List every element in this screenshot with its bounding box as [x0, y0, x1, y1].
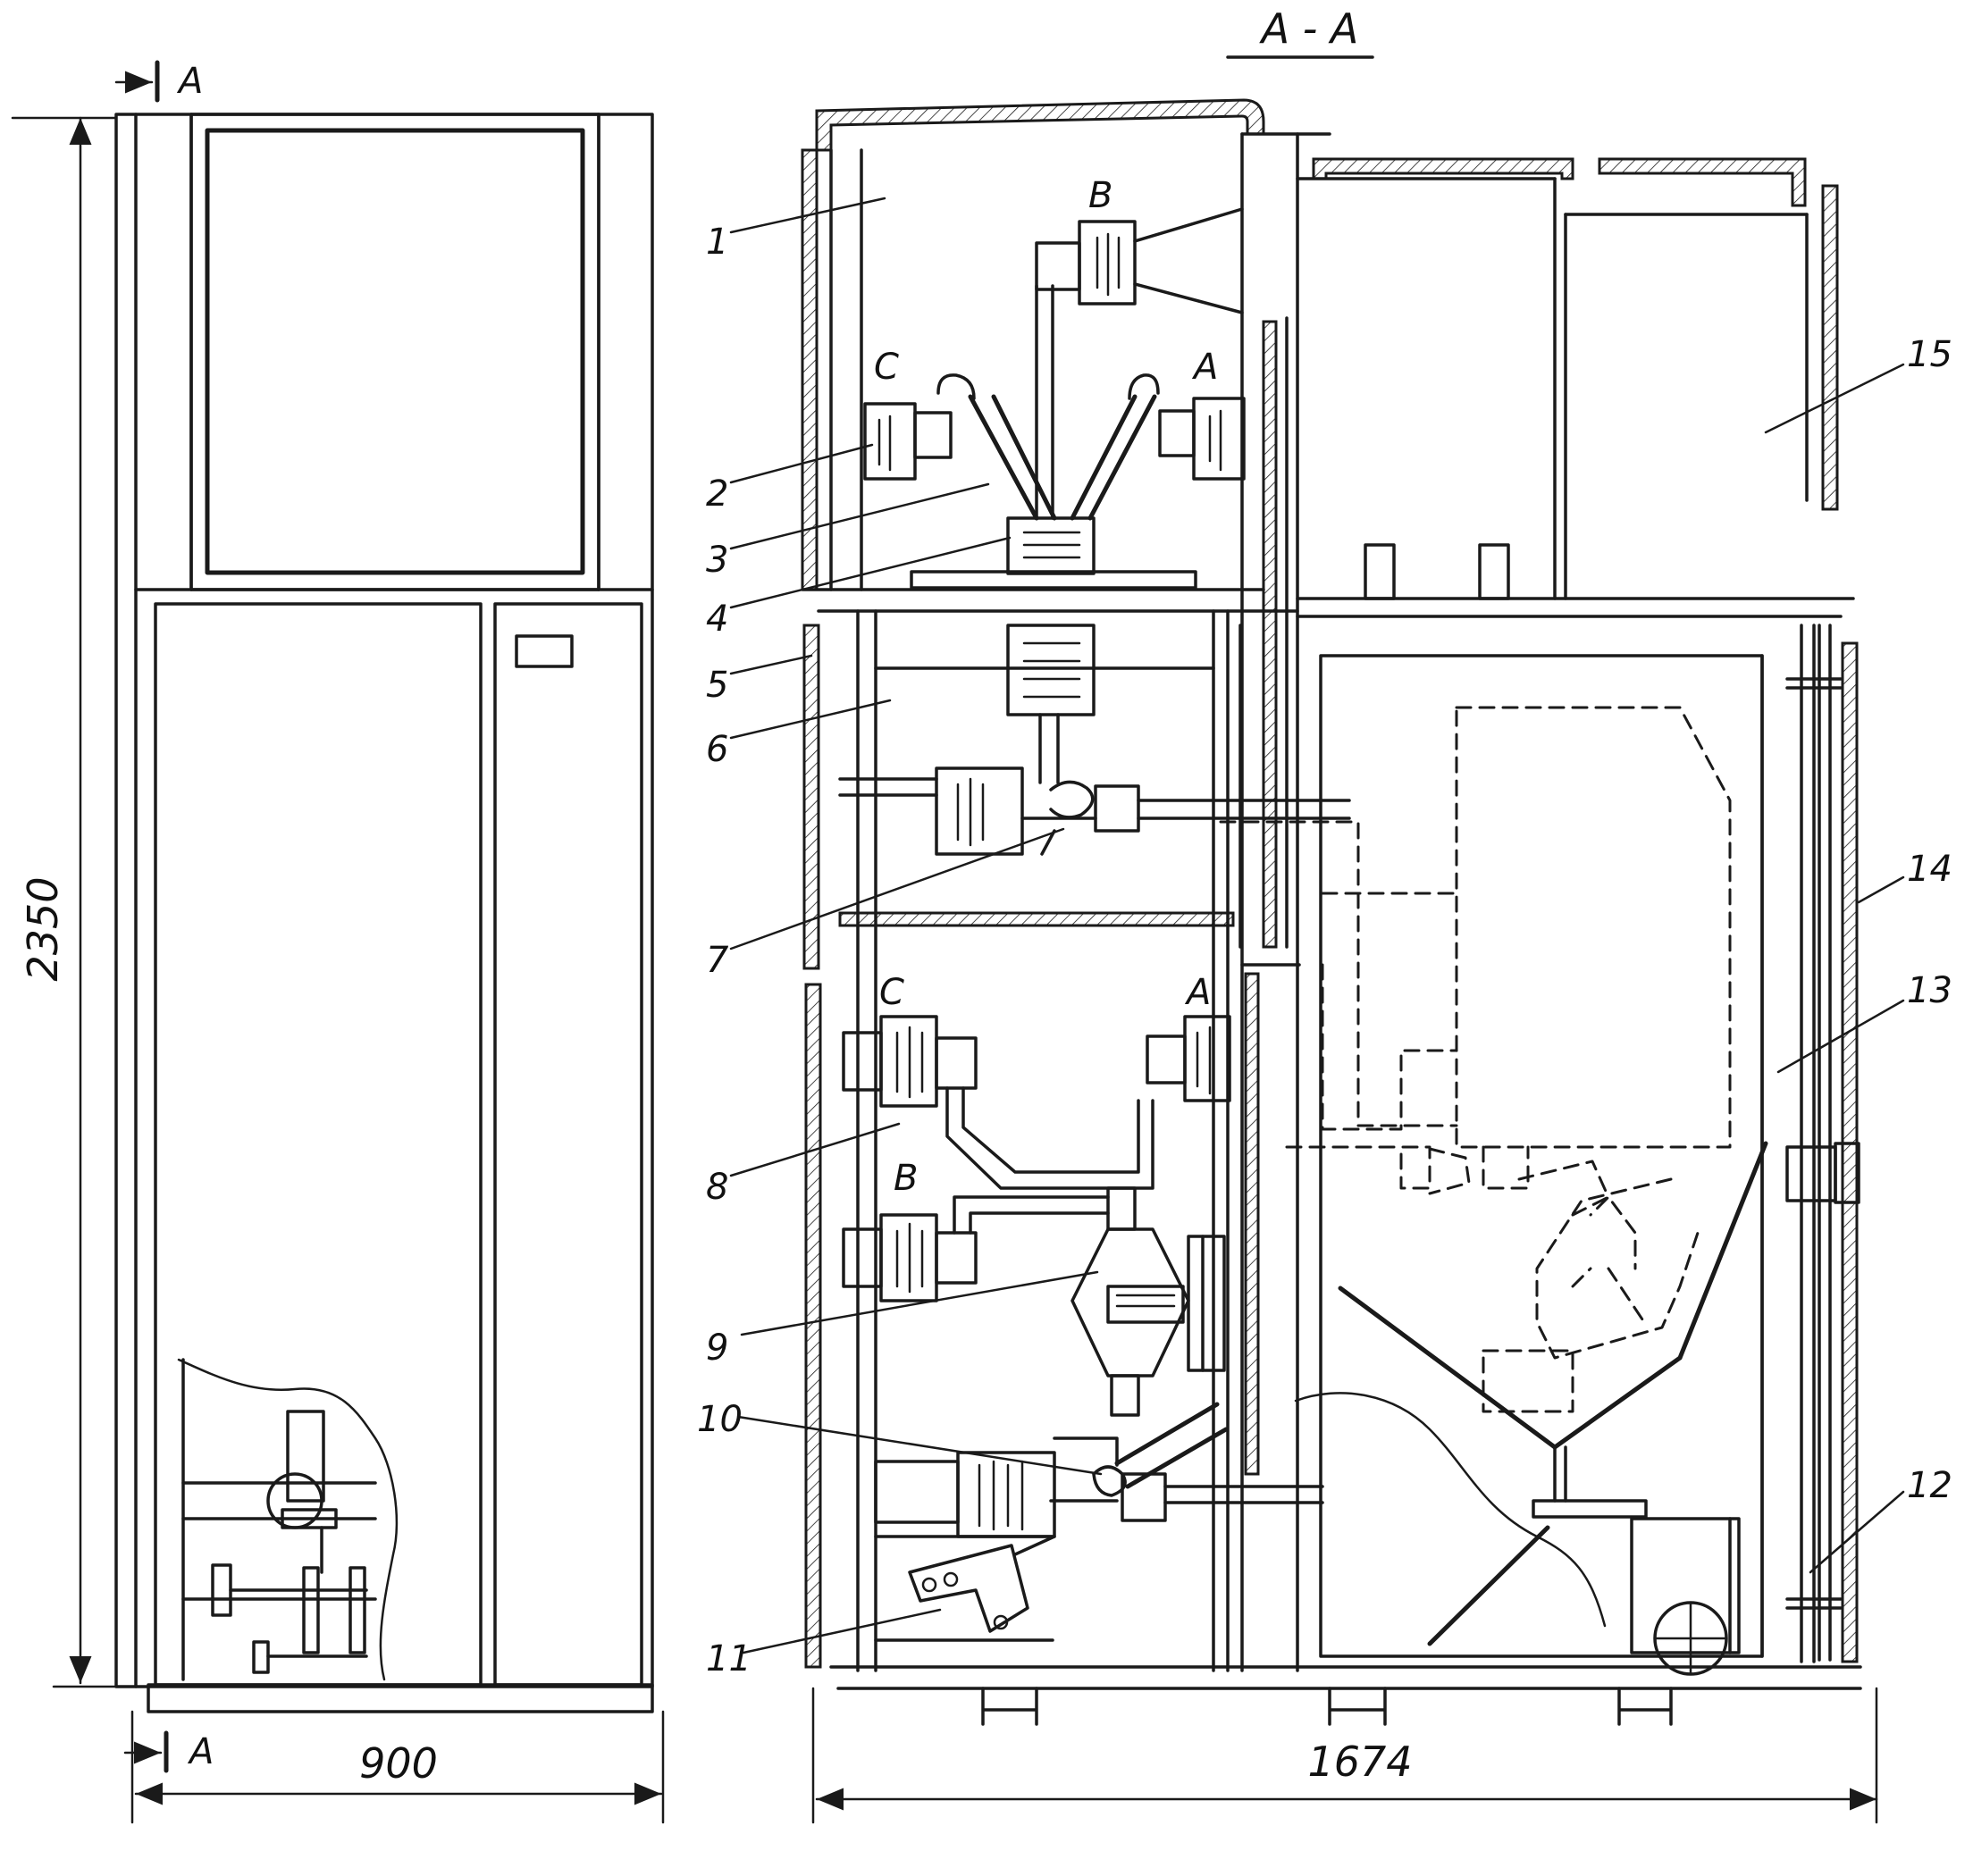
callout-13: 13: [1907, 970, 1952, 1011]
phase-label-upper-a: A: [1191, 347, 1218, 388]
callout-11: 11: [706, 1638, 751, 1679]
lower-apparatus: C A B: [842, 972, 1324, 1642]
upper-bushings: B C A: [863, 175, 1246, 575]
section-mark-top: A: [176, 61, 203, 102]
front-cutaway: [177, 1358, 399, 1681]
callout-9: 9: [706, 1327, 728, 1369]
callout-14: 14: [1907, 849, 1952, 890]
callout-5: 5: [706, 665, 728, 706]
callout-3: 3: [706, 540, 728, 581]
phase-label-lower-a: A: [1184, 972, 1211, 1013]
section-view: A - A: [697, 4, 1952, 1824]
section-mark-bottom: A: [187, 1731, 214, 1772]
callout-2: 2: [706, 473, 728, 515]
callouts: 1 2 3 4 5 6 7 8 9 10 11 12 13 1: [697, 197, 1952, 1679]
callout-10: 10: [697, 1399, 743, 1440]
callout-12: 12: [1907, 1465, 1952, 1506]
phase-label-lower-b: B: [894, 1158, 918, 1199]
callout-8: 8: [706, 1167, 728, 1208]
section-title: A - A: [1259, 4, 1359, 53]
cable-compartment: [1219, 624, 1860, 1676]
phase-label-lower-c: C: [879, 972, 904, 1013]
callout-6: 6: [706, 729, 728, 770]
middle-apparatus: [838, 316, 1351, 967]
phase-label-upper-b: B: [1088, 175, 1112, 216]
callout-1: 1: [706, 222, 728, 263]
phase-label-upper-c: C: [874, 347, 899, 388]
height-dimension: 2350: [19, 876, 67, 981]
front-view: 2350 900 A A: [11, 60, 665, 1824]
front-width-dimension: 900: [359, 1739, 438, 1788]
callout-4: 4: [706, 599, 728, 640]
callout-7: 7: [706, 940, 729, 981]
callout-15: 15: [1907, 334, 1952, 375]
section-width-dimension: 1674: [1307, 1738, 1412, 1786]
